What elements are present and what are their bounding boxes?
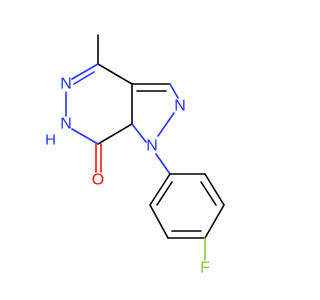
atom-n-pyridazine-nh: N [60,116,72,133]
bond-ar2-ar3 [149,204,169,239]
atom-o-carbonyl: O [92,172,104,189]
bond-ar-inner-3 [200,181,217,206]
bond-n1-c7a [131,123,147,143]
bond-ar4-ar5 [204,204,225,239]
atom-n-pyridazine-top: N [60,76,72,93]
atom-n-pyrazole-top: N [174,98,186,115]
bond-c4-n5-double [73,71,95,85]
molecule-structure: N N H N N O F [45,34,225,277]
bond-n6-c7 [71,128,99,145]
bond-ar-inner-1 [156,181,173,206]
atom-h-on-n: H [45,132,56,149]
bond-c4-c3a [97,63,133,85]
atom-n-pyrazole-aryl: N [146,138,158,155]
atom-f-aryl: F [200,260,210,277]
bond-ar1-ar2 [149,173,171,206]
bond-ar5-ar6 [204,173,225,206]
bond-n2-n1 [157,112,175,137]
bond-c3-n2 [169,83,179,99]
bond-c7a-c7 [97,123,133,145]
bond-c4-n5 [71,63,99,80]
bond-n1-aryl [155,153,171,175]
